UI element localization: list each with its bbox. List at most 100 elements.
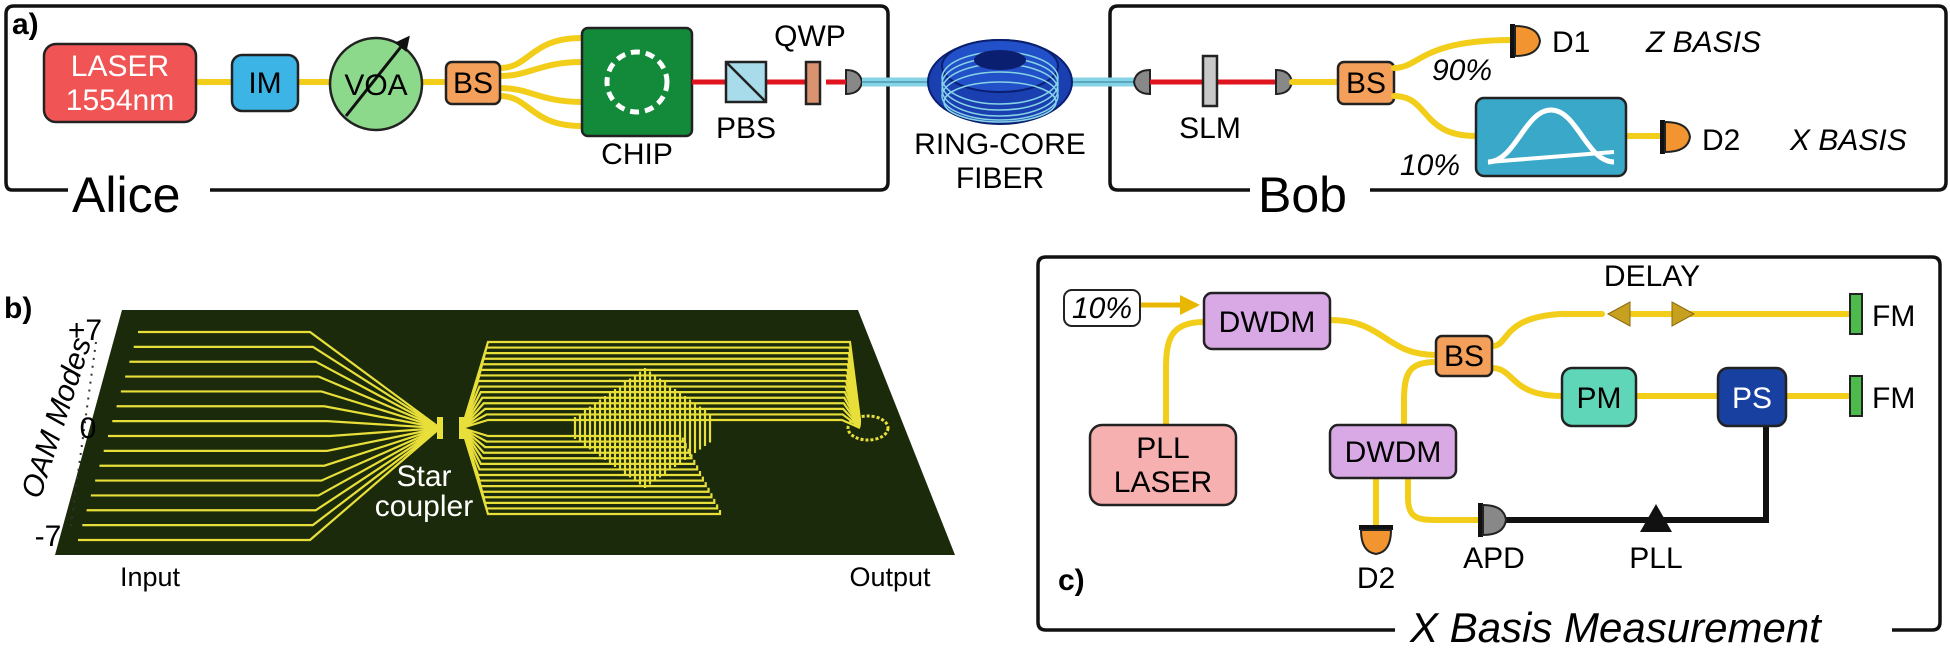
fm-bottom-mirror [1849, 375, 1863, 417]
bs-c-box [1434, 334, 1494, 378]
pm-label: PM [1577, 382, 1622, 415]
d2-label-a: D2 [1702, 124, 1740, 157]
wg-bs-chip-4 [497, 93, 585, 129]
pll-triangle-icon [1640, 504, 1672, 532]
panel-c-title: X Basis Measurement [1409, 604, 1823, 651]
input-waveguide [129, 360, 441, 429]
d1-label: D1 [1552, 26, 1590, 59]
panel-c: c) X Basis Measurement 10% DWDM BS DELAY [1036, 255, 1942, 651]
wg-bs-chip-1 [497, 35, 585, 71]
input-waveguide [120, 390, 441, 430]
chip-substrate [55, 310, 955, 555]
panel-c-tag: c) [1058, 564, 1085, 597]
input-waveguide [90, 427, 441, 497]
d2-c-bar [1359, 525, 1393, 530]
bs-alice-label: BS [453, 67, 493, 100]
input-waveguide [133, 345, 441, 429]
wg-bs-delay [1489, 311, 1563, 349]
pct-10-label: 10% [1400, 149, 1460, 182]
output-waveguide [460, 379, 862, 429]
panel-a-tag: a) [12, 8, 39, 41]
wg-bob-filter [1391, 93, 1479, 139]
qwp-plate [804, 60, 822, 106]
im-box [230, 53, 300, 113]
bs-alice-box [444, 60, 502, 106]
pll-laser-label-1: PLL [1136, 432, 1189, 465]
star-coupler-right [459, 417, 465, 439]
delay-label: DELAY [1604, 260, 1700, 293]
output-waveguide [461, 427, 690, 454]
star-coupler-left [437, 417, 443, 439]
output-waveguide [460, 385, 862, 429]
bs-bob-box [1336, 60, 1396, 106]
wg-bs-chip-3 [497, 85, 585, 105]
panel-c-frame [1036, 255, 1942, 632]
laser-label-1: LASER [71, 50, 169, 83]
laser-label-2: 1554nm [66, 84, 174, 117]
wg-pll-laser-dwdm [1163, 319, 1207, 428]
bs-c-label: BS [1444, 340, 1484, 373]
slm-label: SLM [1179, 112, 1241, 145]
wg-bs-dwdm-mid [1401, 359, 1439, 433]
x-basis-label: X BASIS [1789, 124, 1907, 157]
input-waveguide [112, 420, 441, 430]
detector-d1-icon [1514, 24, 1542, 58]
wg-bs-pm [1489, 365, 1565, 399]
input-waveguide [86, 427, 441, 512]
laser-box [42, 42, 198, 124]
alice-frame [4, 4, 890, 192]
fm-bottom-label: FM [1872, 382, 1915, 415]
dwdm-mid-box [1328, 423, 1458, 480]
output-waveguide [461, 427, 693, 460]
detector-d2-icon [1664, 120, 1692, 154]
input-waveguide [95, 426, 441, 482]
oam-tick-mid: 0 [80, 412, 97, 445]
d1-bar [1510, 24, 1515, 58]
slm-plate [1201, 54, 1219, 108]
output-waveguide [460, 427, 699, 471]
wg-dwdm-bs [1327, 317, 1439, 358]
input-waveguide [116, 405, 441, 430]
dwdm-mid-label: DWDM [1345, 436, 1442, 469]
apd-icon [1482, 503, 1508, 537]
input-waveguide [108, 426, 441, 438]
delay-right-icon [1671, 301, 1696, 327]
star-label-1: Star [396, 460, 451, 493]
collimator-alice-icon [845, 68, 864, 96]
chip-label: CHIP [601, 138, 673, 171]
filter-baseline [1487, 150, 1615, 164]
fiber-spool-icon [927, 39, 1073, 125]
voa-arrow-icon [344, 35, 410, 117]
input-pct-box [1063, 289, 1141, 327]
output-waveguide [461, 396, 861, 429]
delay-left-icon [1606, 301, 1631, 327]
pbs-diagonal [725, 61, 767, 103]
z-basis-label: Z BASIS [1645, 26, 1761, 59]
output-waveguide [460, 427, 702, 477]
filter-curve-icon [1487, 107, 1615, 165]
fm-top-label: FM [1872, 300, 1915, 333]
voa-label: VOA [344, 69, 407, 102]
wg-bs-chip-2 [497, 59, 585, 79]
panel-b: b) OAM Modes +7 0 -7 Star coupler Input … [4, 292, 955, 592]
d2-bar [1660, 120, 1665, 154]
bob-label: Bob [1258, 167, 1347, 223]
detector-d2-c-icon [1359, 529, 1393, 556]
panel-a: a) Alice Bob LASER 1554nm IM VOA BS CHIP [4, 4, 1948, 223]
output-waveguide [461, 427, 696, 465]
pll-label: PLL [1629, 542, 1682, 575]
input-pct-label: 10% [1072, 292, 1132, 325]
pll-laser-box [1088, 423, 1238, 507]
wg-dwdm-apd [1405, 475, 1481, 523]
output-label: Output [849, 562, 931, 592]
alice-label: Alice [72, 167, 180, 223]
chip-box [580, 26, 694, 138]
fiber-label-2: FIBER [956, 162, 1044, 195]
apd-label: APD [1463, 542, 1525, 575]
input-waveguide [99, 426, 441, 467]
oam-tick-top: +7 [68, 314, 102, 347]
dwdm-top-label: DWDM [1219, 306, 1316, 339]
input-waveguide [103, 426, 441, 452]
pll-laser-label-2: LASER [1114, 466, 1212, 499]
